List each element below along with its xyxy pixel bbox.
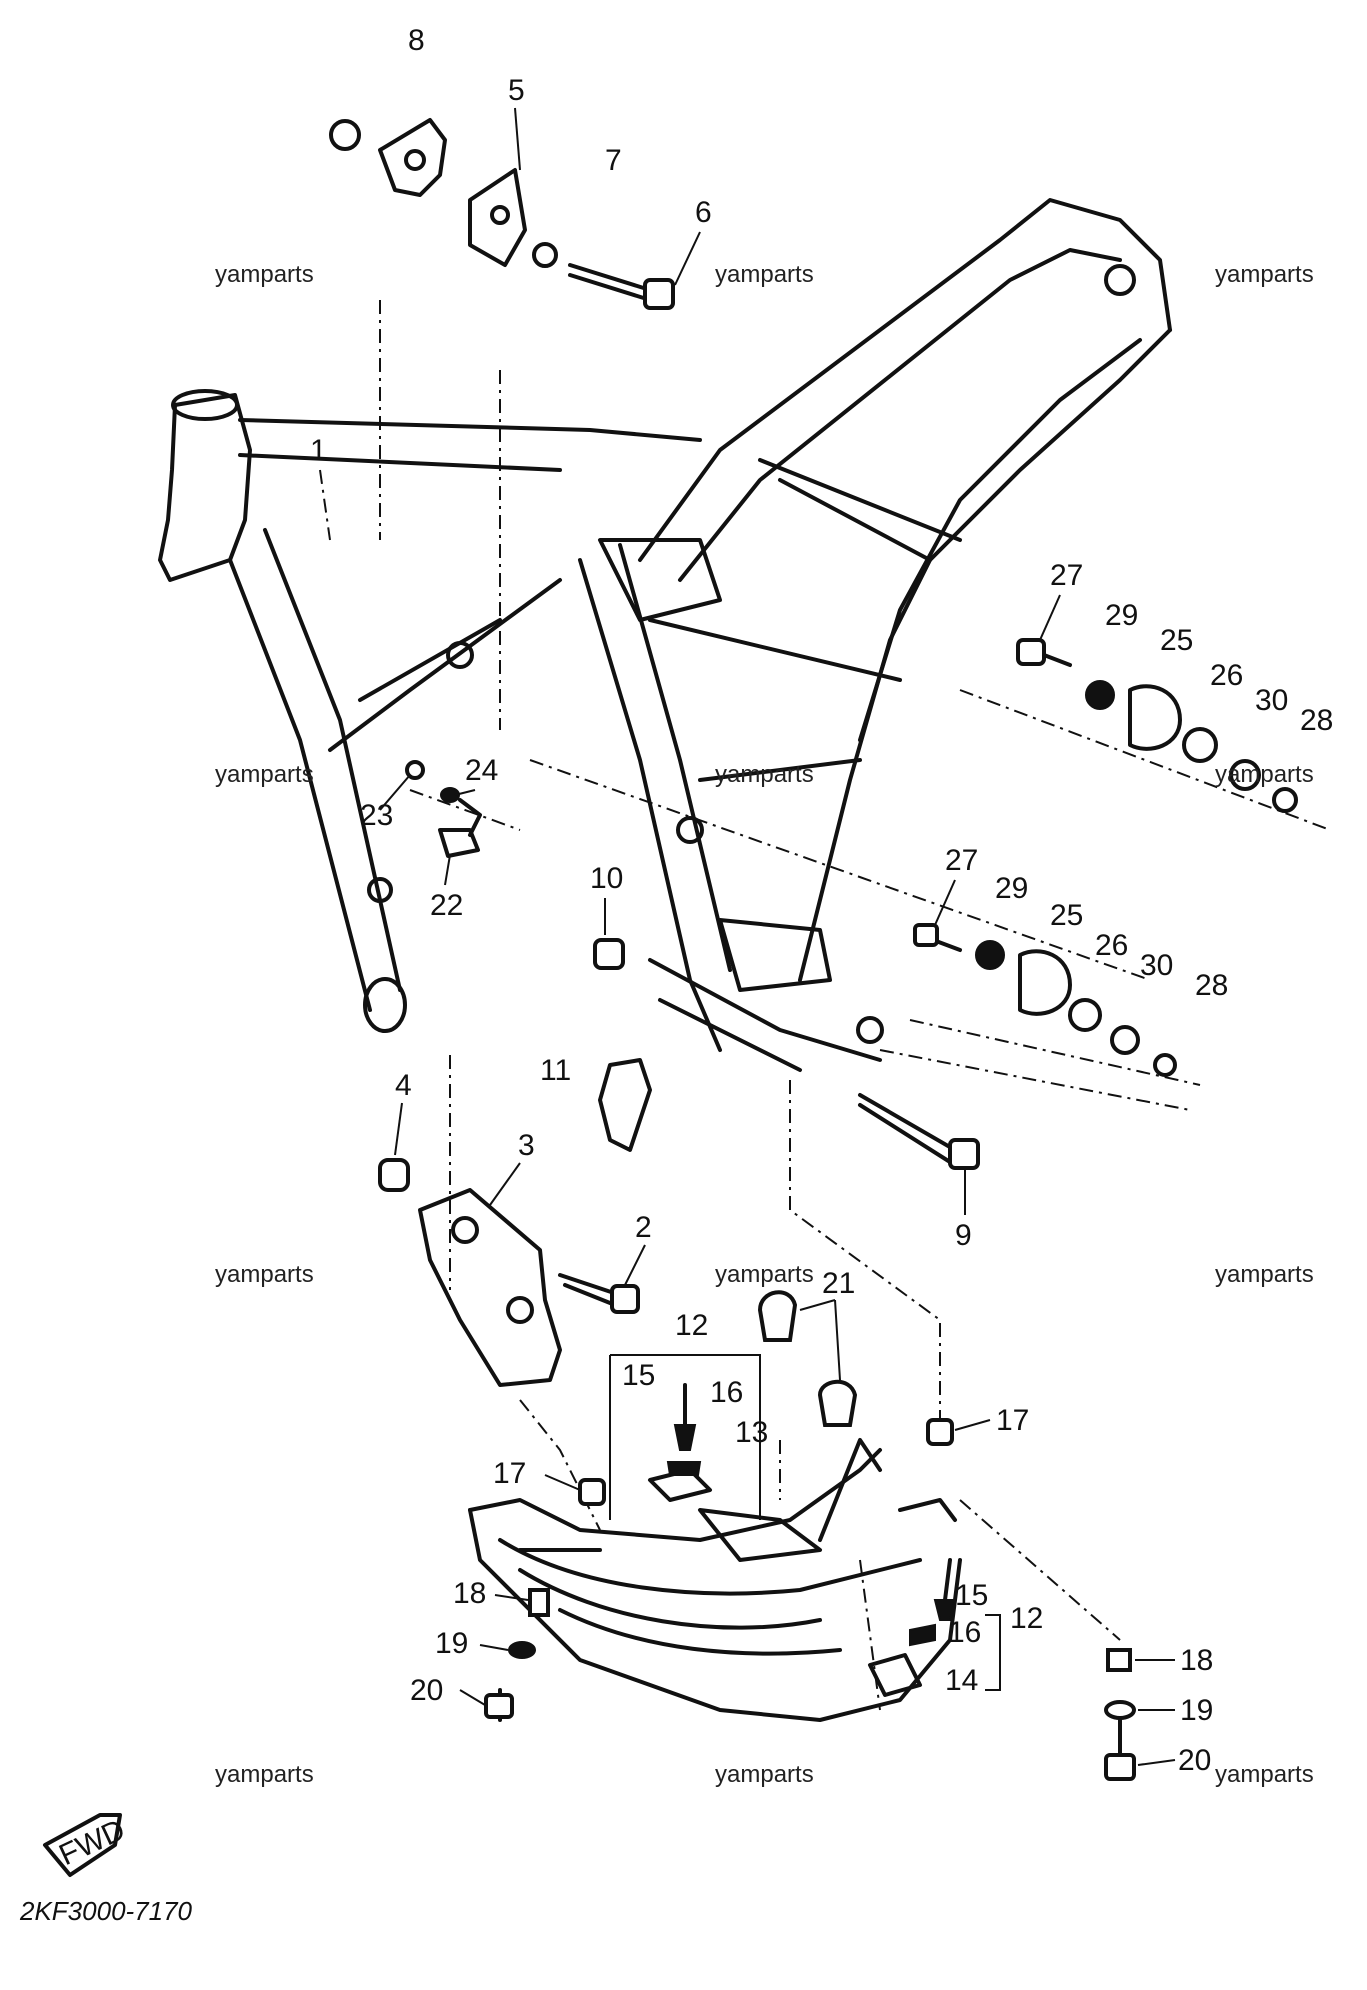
watermark: yamparts <box>715 1261 814 1288</box>
fwd-label: FWD <box>54 1813 130 1872</box>
watermark: yamparts <box>1215 1761 1314 1788</box>
label-20a: 20 <box>410 1674 443 1707</box>
watermark: yamparts <box>715 261 814 288</box>
label-3: 3 <box>518 1129 535 1162</box>
label-11: 11 <box>540 1054 571 1087</box>
label-25a: 25 <box>1160 624 1193 657</box>
watermark: yamparts <box>215 761 314 788</box>
label-30a: 30 <box>1255 684 1288 717</box>
fastener-group-22-24 <box>405 760 482 858</box>
label-25b: 25 <box>1050 899 1083 932</box>
pivot-hardware-upper <box>1016 638 1298 813</box>
right-fasteners <box>1104 1648 1136 1781</box>
label-29b: 29 <box>995 872 1028 905</box>
label-14: 14 <box>945 1664 978 1697</box>
watermark: yamparts <box>715 761 814 788</box>
label-leaders <box>379 107 1176 1766</box>
watermark: yamparts <box>1215 761 1314 788</box>
watermark: yamparts <box>215 261 314 288</box>
label-24: 24 <box>465 754 498 787</box>
label-17a: 17 <box>493 1457 526 1490</box>
pivot-hardware-lower <box>913 923 1177 1077</box>
label-15a: 15 <box>622 1359 655 1392</box>
label-9: 9 <box>955 1219 972 1252</box>
label-15b: 15 <box>955 1579 988 1612</box>
label-6: 6 <box>695 196 712 229</box>
upper-bracket-group <box>329 118 675 310</box>
label-10: 10 <box>590 862 623 895</box>
engine-plate-group <box>378 1158 640 1387</box>
fwd-arrow-icon: FWD <box>43 1813 130 1877</box>
label-29a: 29 <box>1105 599 1138 632</box>
label-23: 23 <box>360 799 393 832</box>
frame-assembly <box>158 198 1172 1072</box>
watermark: yamparts <box>1215 1261 1314 1288</box>
label-8: 8 <box>408 24 425 57</box>
label-7: 7 <box>605 144 622 177</box>
label-20b: 20 <box>1178 1744 1211 1777</box>
label-13: 13 <box>735 1416 768 1449</box>
nut-17-right <box>926 1418 954 1446</box>
label-16a: 16 <box>710 1376 743 1409</box>
watermark: yamparts <box>715 1761 814 1788</box>
label-19a: 19 <box>435 1627 468 1660</box>
label-30b: 30 <box>1140 949 1173 982</box>
mount-parts-10-11 <box>593 938 652 1152</box>
label-5: 5 <box>508 74 525 107</box>
watermarks: yamparts yamparts yamparts yamparts yamp… <box>215 261 1314 1788</box>
rubber-caps-21 <box>757 1290 858 1427</box>
watermark: yamparts <box>215 1261 314 1288</box>
left-fasteners <box>484 1588 550 1722</box>
label-12b: 12 <box>1010 1602 1043 1635</box>
nut-17-left <box>578 1478 606 1506</box>
label-26a: 26 <box>1210 659 1243 692</box>
bolt-kit-12-upper <box>609 1354 761 1520</box>
label-27a: 27 <box>1050 559 1083 592</box>
label-19b: 19 <box>1180 1694 1213 1727</box>
diagram-code: 2KF3000-7170 <box>19 1896 193 1926</box>
label-17b: 17 <box>996 1404 1029 1437</box>
label-26b: 26 <box>1095 929 1128 962</box>
callout-labels: 8 5 7 6 1 27 29 25 26 30 28 23 24 22 10 … <box>310 24 1333 1777</box>
watermark: yamparts <box>215 1761 314 1788</box>
label-12a: 12 <box>675 1309 708 1342</box>
label-2: 2 <box>635 1211 652 1244</box>
label-4: 4 <box>395 1069 412 1102</box>
label-21: 21 <box>822 1267 855 1300</box>
skid-plate <box>468 1438 962 1722</box>
label-28b: 28 <box>1195 969 1228 1002</box>
label-1: 1 <box>310 434 327 467</box>
label-27b: 27 <box>945 844 978 877</box>
label-18b: 18 <box>1180 1644 1213 1677</box>
label-22: 22 <box>430 889 463 922</box>
bolt-kit-12-lower <box>868 1558 1001 1697</box>
label-16b: 16 <box>948 1616 981 1649</box>
label-18a: 18 <box>453 1577 486 1610</box>
watermark: yamparts <box>1215 261 1314 288</box>
pivot-bolt-9 <box>858 1093 980 1170</box>
leader-lines <box>319 300 1331 1711</box>
label-28a: 28 <box>1300 704 1333 737</box>
